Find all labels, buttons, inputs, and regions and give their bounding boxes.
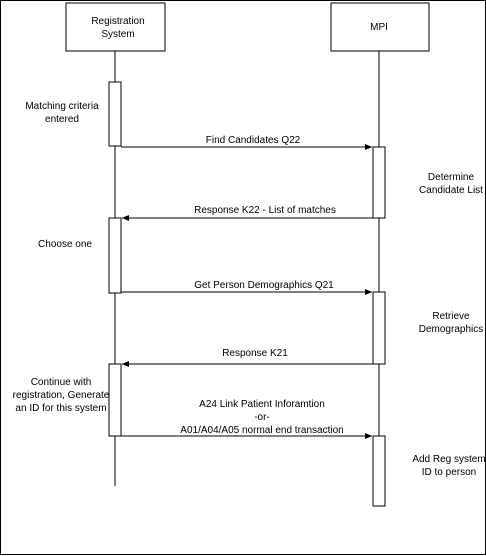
note-add-line2: ID to person bbox=[422, 467, 476, 478]
note-retrieve-line2: Demographics bbox=[419, 324, 483, 335]
note-matching-line1: Matching criteria bbox=[25, 101, 99, 112]
note-retrieve-line1: Retrieve bbox=[432, 311, 470, 322]
participant-registration-system: Registration System bbox=[65, 2, 166, 52]
message-response-k22-label: Response K22 - List of matches bbox=[194, 205, 336, 216]
message-a24-label-line1: A24 Link Patient Inforamtion bbox=[199, 399, 325, 410]
message-get-demographics-label: Get Person Demographics Q21 bbox=[194, 280, 334, 291]
activation-mpi-2 bbox=[372, 291, 386, 365]
note-continue-line3: an ID for this system bbox=[15, 403, 106, 414]
activation-registration-1 bbox=[108, 81, 122, 147]
message-response-k21-label: Response K21 bbox=[222, 348, 288, 359]
participant-label-line1: Registration bbox=[91, 16, 144, 27]
participant-label-line2: System bbox=[101, 29, 134, 40]
activation-registration-2 bbox=[108, 217, 122, 294]
message-a24-label-line3: A01/A04/A05 normal end transaction bbox=[180, 425, 343, 436]
message-find-candidates-label: Find Candidates Q22 bbox=[206, 135, 301, 146]
note-determine-line2: Candidate List bbox=[419, 185, 483, 196]
note-add-line1: Add Reg system bbox=[412, 454, 485, 465]
note-matching-line2: entered bbox=[45, 114, 79, 125]
activation-registration-3 bbox=[108, 363, 122, 437]
note-determine-line1: Determine bbox=[428, 172, 475, 183]
note-continue-line1: Continue with bbox=[31, 377, 92, 388]
activation-mpi-3 bbox=[372, 435, 386, 507]
participant-mpi: MPI bbox=[330, 2, 430, 52]
activation-mpi-1 bbox=[372, 146, 386, 219]
message-a24-label-line2: -or- bbox=[254, 412, 270, 423]
note-continue-line2: registration, Generate bbox=[13, 390, 110, 401]
participant-label-mpi: MPI bbox=[370, 22, 388, 33]
note-choose-one: Choose one bbox=[38, 239, 92, 250]
